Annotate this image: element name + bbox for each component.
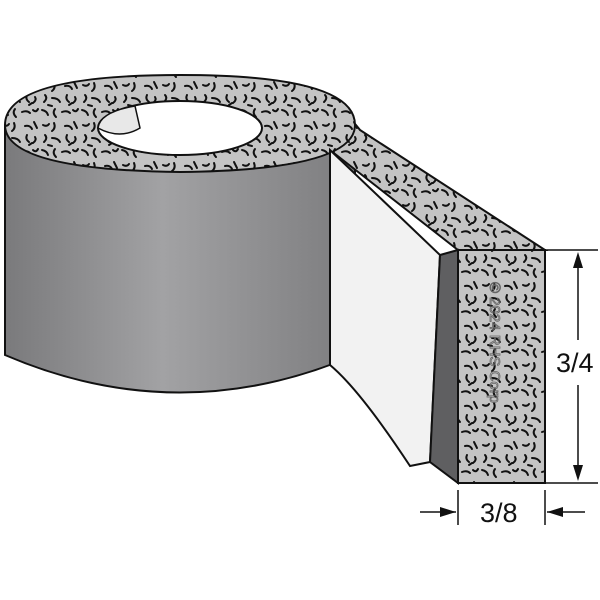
arrow-left-icon: [547, 507, 563, 517]
release-liner: [329, 147, 442, 468]
height-dimension-label: 3/4: [556, 348, 594, 378]
arrow-right-icon: [440, 507, 456, 517]
strip-end-face: [457, 249, 546, 484]
roll-core-inner-wall: [97, 105, 141, 135]
width-dimension-label: 3/8: [480, 498, 518, 528]
watermark: © 2024 RHS Corp: [486, 282, 503, 403]
arrow-down-icon: [573, 465, 583, 481]
arrow-up-icon: [573, 252, 583, 268]
